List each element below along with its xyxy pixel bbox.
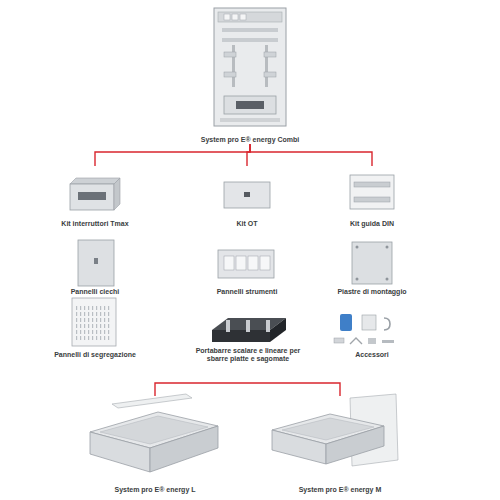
- enclosure-front: [272, 430, 326, 464]
- connector-block: [362, 315, 376, 330]
- panel: [72, 298, 116, 346]
- busbar-holder-illustration: [212, 318, 286, 342]
- enclosure-side: [150, 426, 218, 472]
- module: [240, 14, 246, 20]
- breaker-slot: [78, 192, 106, 200]
- bracket-tab: [224, 72, 236, 77]
- panel: [78, 240, 114, 286]
- product-caption: Kit interruttori Tmax: [40, 220, 150, 228]
- product-caption: Accessori: [317, 351, 427, 359]
- din-rail: [354, 197, 390, 202]
- frame: [350, 175, 394, 209]
- module: [232, 14, 238, 20]
- enclosure-side: [326, 426, 384, 464]
- product-node: System pro E® energy L: [80, 396, 230, 494]
- din-rail: [218, 12, 282, 22]
- tree-connector: [155, 383, 340, 396]
- holder-side: [270, 318, 286, 342]
- product-node: Accessori: [317, 297, 427, 359]
- instrument-panel-illustration: [218, 250, 274, 278]
- mounting-plate-illustration: [352, 242, 392, 284]
- product-node: Kit interruttori Tmax: [40, 166, 150, 228]
- module: [224, 14, 230, 20]
- hole: [356, 278, 359, 281]
- busbar-slot: [246, 320, 250, 332]
- plate: [352, 242, 392, 284]
- bracket-tab: [224, 52, 236, 57]
- small-part: [382, 340, 394, 343]
- base-rail: [220, 118, 280, 122]
- blue-clip: [340, 314, 352, 331]
- frame-body: [214, 8, 286, 126]
- hole: [386, 278, 389, 281]
- product-caption: Piastre di montaggio: [317, 288, 427, 296]
- lock: [94, 258, 98, 264]
- product-caption: System pro E® energy L: [80, 486, 230, 494]
- hole: [386, 246, 389, 249]
- tree-connector: [95, 144, 250, 166]
- small-part: [350, 338, 362, 344]
- side-flange: [114, 178, 120, 210]
- plate: [224, 182, 270, 208]
- rail: [222, 28, 278, 32]
- bracket-tab: [264, 72, 276, 77]
- product-caption: Pannelli di segregazione: [40, 351, 150, 359]
- product-node: Kit OT: [192, 166, 302, 228]
- flange: [70, 178, 120, 184]
- enclosure-m-illustration: [272, 394, 398, 466]
- upright: [232, 45, 235, 87]
- window: [248, 256, 258, 270]
- product-caption: Pannelli strumenti: [192, 288, 302, 296]
- busbar-slot: [266, 320, 270, 332]
- breaker-slot: [236, 101, 264, 109]
- product-caption: Kit OT: [192, 220, 302, 228]
- din-rail: [354, 182, 390, 187]
- cover-strip: [112, 394, 192, 408]
- slots: [76, 304, 112, 342]
- product-caption: Portabarre scalare e lineare per sbarre …: [188, 347, 308, 363]
- din-kit-illustration: [350, 175, 394, 209]
- panel: [218, 250, 274, 278]
- product-node: Piastre di montaggio: [317, 236, 427, 296]
- tmax-kit-illustration: [70, 178, 120, 210]
- blank-panel-illustration: [78, 240, 114, 286]
- window: [260, 256, 270, 270]
- segregation-panel-illustration: [72, 298, 116, 346]
- product-node: Kit guida DIN: [317, 166, 427, 228]
- tree-connector: [247, 144, 250, 166]
- product-node: Pannelli strumenti: [192, 236, 302, 296]
- small-part: [368, 338, 376, 344]
- product-node: Pannelli ciechi: [40, 236, 150, 296]
- product-caption: System pro E® energy Combi: [160, 136, 340, 144]
- accessories-illustration: [334, 314, 394, 344]
- busbar-slot: [226, 320, 230, 332]
- combi-frame-illustration: [214, 8, 286, 126]
- enclosure-front: [90, 432, 150, 472]
- enclosure-l-illustration: [90, 394, 218, 472]
- bracket-tab: [264, 52, 276, 57]
- product-caption: System pro E® energy M: [265, 486, 415, 494]
- small-part: [334, 338, 344, 343]
- handle-slot: [244, 192, 250, 197]
- hole: [356, 246, 359, 249]
- product-caption: Pannelli ciechi: [40, 288, 150, 296]
- product-node: Portabarre scalare e lineare per sbarre …: [188, 297, 308, 363]
- window: [224, 256, 234, 270]
- product-node: System pro E® energy M: [265, 396, 415, 494]
- product-node: Pannelli di segregazione: [40, 297, 150, 359]
- breaker-kit: [224, 96, 276, 114]
- rail: [222, 38, 278, 42]
- upright: [265, 45, 268, 87]
- window: [236, 256, 246, 270]
- tree-connector: [250, 144, 372, 166]
- clamp: [384, 318, 390, 330]
- holder-front: [212, 330, 270, 342]
- product-caption: Kit guida DIN: [317, 220, 427, 228]
- ot-kit-illustration: [224, 182, 270, 208]
- plate: [70, 184, 114, 210]
- product-node: System pro E® energy Combi: [160, 4, 340, 144]
